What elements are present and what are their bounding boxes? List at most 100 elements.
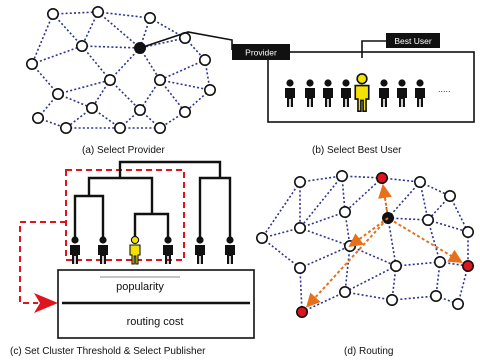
best-user-pointer [361, 40, 386, 58]
network-node [338, 285, 351, 298]
network-node [114, 122, 127, 135]
network-node [429, 289, 442, 302]
cluster-dendrogram [73, 160, 232, 238]
target-node [295, 305, 308, 318]
network-edge [159, 79, 211, 91]
network-node [293, 261, 306, 274]
network-node [31, 112, 44, 125]
network-edge [97, 11, 141, 49]
person-icon [195, 236, 205, 264]
network-node [335, 170, 348, 183]
network-node [421, 214, 434, 227]
network-node [204, 84, 217, 97]
network-node [154, 74, 167, 87]
network-edge [344, 291, 393, 301]
network-node [154, 122, 167, 135]
network-edge [299, 175, 343, 229]
network-edge [81, 45, 111, 81]
network-edge [57, 79, 111, 95]
network-node [338, 206, 351, 219]
network-edge [395, 261, 441, 267]
routing-network [255, 170, 474, 318]
publisher-connector [19, 221, 66, 304]
network-edge [387, 181, 421, 219]
network-edge [52, 13, 83, 47]
network-edge [81, 45, 141, 49]
network-edge [341, 175, 346, 213]
network-edge [81, 11, 99, 47]
provider-tag [232, 44, 290, 60]
network-node [433, 255, 446, 268]
network-edge [299, 227, 351, 247]
user-group-box [267, 51, 475, 123]
network-node [86, 102, 99, 115]
select-provider-network [25, 6, 217, 135]
person-icon [225, 236, 235, 264]
network-node [46, 8, 59, 20]
caption-d: (d) Routing [344, 346, 393, 357]
routing-cost-label: routing cost [127, 316, 184, 328]
network-node [51, 88, 64, 101]
network-edge [31, 13, 54, 65]
routing-arrow [378, 183, 392, 212]
network-edge [299, 211, 346, 229]
network-edge [299, 245, 351, 269]
network-node [76, 39, 89, 52]
network-edge [31, 45, 83, 65]
network-edge [391, 295, 437, 301]
provider-tag-label: Provider [245, 48, 277, 58]
network-node [59, 122, 72, 135]
cluster-users [70, 235, 235, 265]
network-edge [57, 93, 93, 109]
network-node [451, 297, 464, 310]
routing-arrow [348, 217, 389, 248]
network-edge [299, 175, 343, 183]
network-edge [427, 219, 441, 263]
target-node [461, 259, 474, 272]
network-edge [344, 265, 397, 293]
network-edge [301, 291, 346, 313]
network-edge [381, 177, 389, 219]
network-node [443, 190, 456, 203]
network-edge [299, 267, 303, 313]
best-user-tag-label: Best User [394, 36, 431, 46]
more-users-ellipsis: ..... [438, 84, 451, 94]
network-node [255, 232, 268, 245]
network-node [389, 259, 402, 272]
network-edge [261, 237, 301, 269]
network-edge [52, 11, 99, 15]
network-node [385, 293, 398, 306]
network-edge [97, 11, 151, 19]
network-node [144, 12, 157, 24]
network-node [104, 74, 117, 87]
network-node [134, 104, 147, 117]
network-node [199, 53, 212, 66]
network-edge [109, 79, 141, 111]
network-edge [349, 245, 397, 267]
network-edge [159, 79, 186, 113]
caption-c: (c) Set Cluster Threshold & Select Publi… [10, 346, 206, 357]
network-node [25, 57, 38, 70]
highlighted-person-icon [129, 235, 141, 265]
network-edge [387, 217, 429, 221]
network-edge [109, 47, 141, 81]
network-node [293, 176, 306, 189]
target-node [375, 172, 388, 185]
cluster-threshold-box [65, 169, 185, 261]
network-edge [344, 245, 351, 293]
network-node [413, 176, 426, 189]
red-arrowhead-icon [34, 293, 58, 313]
network-node [92, 6, 105, 18]
routing-arrow [306, 222, 385, 308]
popularity-label: popularity [116, 281, 164, 293]
best-user-tag [386, 33, 440, 48]
network-node [461, 226, 474, 239]
caption-a: (a) Select Provider [82, 145, 165, 156]
network-node [179, 106, 192, 119]
network-edge [159, 59, 206, 81]
caption-b: (b) Select Best User [312, 145, 402, 156]
routing-arrow [393, 220, 463, 263]
network-edge [139, 79, 161, 111]
network-edge [427, 219, 469, 233]
